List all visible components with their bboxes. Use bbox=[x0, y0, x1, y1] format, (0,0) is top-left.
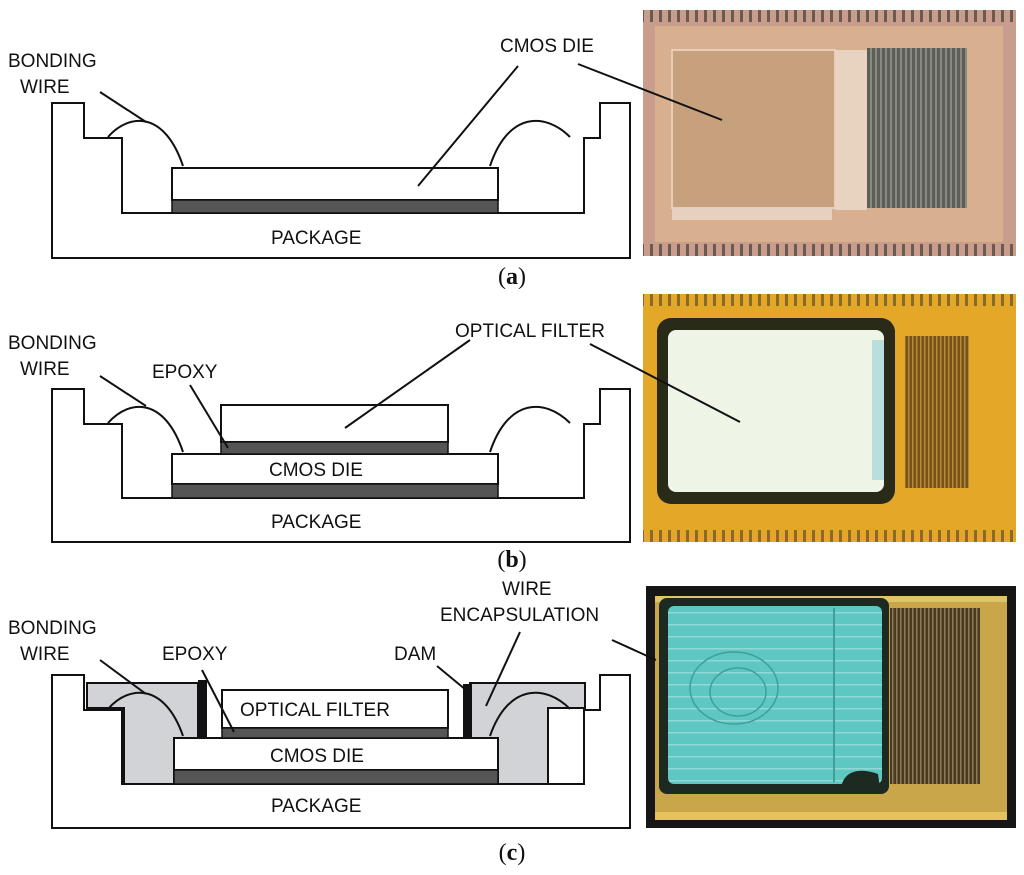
label-wire: WIRE bbox=[20, 359, 70, 380]
leader-photo-c bbox=[611, 639, 657, 661]
bonding-wire-left bbox=[107, 119, 184, 167]
label-cmos-die: CMOS DIE bbox=[500, 36, 594, 57]
optical-filter bbox=[221, 689, 449, 729]
bonding-wire-left bbox=[107, 691, 184, 737]
epoxy-layer bbox=[220, 441, 449, 455]
caption-a: (a) bbox=[498, 264, 526, 290]
panel-c-diagram: BONDING WIRE EPOXY DAM WIRE ENCAPSULATIO… bbox=[8, 579, 631, 866]
panel-a-diagram: BONDING WIRE CMOS DIE PACKAGE (a) bbox=[8, 36, 631, 290]
leader-cmos-die bbox=[417, 65, 519, 187]
panel-b-photo bbox=[589, 294, 1016, 542]
epoxy-layer bbox=[221, 727, 449, 739]
die-attach-layer bbox=[171, 483, 499, 499]
leader-dam bbox=[436, 665, 467, 691]
package-body bbox=[51, 102, 631, 259]
label-package: PACKAGE bbox=[271, 228, 361, 249]
package-body bbox=[51, 674, 631, 829]
die-attach-layer bbox=[173, 769, 499, 785]
leader-epoxy bbox=[189, 384, 229, 449]
photo-b-pads-top bbox=[643, 294, 1016, 306]
photo-a-pixel-array bbox=[671, 49, 836, 209]
label-wire: WIRE bbox=[20, 644, 70, 665]
dam-right bbox=[463, 684, 472, 738]
label-epoxy: EPOXY bbox=[162, 644, 228, 665]
leader-photo-a bbox=[577, 63, 723, 121]
leader-bonding-wire bbox=[99, 659, 147, 695]
caption-b: (b) bbox=[497, 547, 526, 573]
optical-filter bbox=[220, 404, 449, 443]
label-cmos-die: CMOS DIE bbox=[270, 746, 364, 767]
panel-b-diagram: BONDING WIRE EPOXY OPTICAL FILTER CMOS D… bbox=[8, 321, 631, 573]
photo-b-filter-edge bbox=[872, 340, 884, 480]
label-wire-encapsulation-2: ENCAPSULATION bbox=[440, 605, 599, 626]
label-bonding: BONDING bbox=[8, 618, 97, 639]
label-bonding: BONDING bbox=[8, 51, 97, 72]
panel-a-photo bbox=[577, 10, 1016, 256]
photo-c-optical-filter bbox=[668, 606, 882, 784]
photo-a-readout-stripes bbox=[867, 48, 967, 208]
photo-a-bottom-strip bbox=[672, 208, 832, 220]
photo-c-bubble-ring-inner bbox=[709, 667, 767, 717]
dam-left bbox=[198, 680, 207, 738]
bonding-wire-right bbox=[489, 119, 571, 167]
label-optical-filter: OPTICAL FILTER bbox=[240, 700, 390, 721]
label-optical-filter: OPTICAL FILTER bbox=[455, 321, 605, 342]
bonding-wire-right bbox=[489, 691, 571, 737]
leader-wire-encapsulation bbox=[485, 631, 521, 707]
label-dam: DAM bbox=[394, 644, 436, 665]
photo-c-epoxy-blob bbox=[842, 770, 880, 790]
leader-epoxy bbox=[201, 669, 235, 733]
leader-bonding-wire bbox=[99, 375, 147, 407]
label-cmos-die: CMOS DIE bbox=[269, 460, 363, 481]
panel-c-photo bbox=[611, 586, 1016, 828]
die-attach-layer bbox=[171, 199, 499, 214]
leader-bonding-wire bbox=[99, 91, 147, 123]
leader-photo-b bbox=[589, 343, 741, 423]
photo-a-pads-top bbox=[643, 10, 1016, 22]
photo-c-bubble-ring-outer bbox=[689, 651, 779, 725]
cmos-die bbox=[171, 167, 499, 201]
label-wire: WIRE bbox=[20, 77, 70, 98]
photo-c-readout-stripes bbox=[890, 608, 980, 784]
leader-optical-filter bbox=[344, 339, 471, 429]
photo-c-die-bottom-edge bbox=[655, 812, 1007, 820]
photo-b-pads-bottom bbox=[643, 530, 1016, 542]
caption-c: (c) bbox=[499, 840, 526, 866]
package-body bbox=[51, 388, 631, 543]
bonding-wire-right bbox=[489, 405, 571, 453]
photo-b-optical-filter bbox=[668, 330, 884, 492]
label-epoxy: EPOXY bbox=[152, 362, 218, 383]
label-wire-encapsulation-1: WIRE bbox=[502, 579, 552, 600]
photo-a-pads-bottom bbox=[643, 244, 1016, 256]
photo-a-column-block bbox=[835, 50, 867, 210]
label-bonding: BONDING bbox=[8, 333, 97, 354]
label-package: PACKAGE bbox=[271, 796, 361, 817]
label-package: PACKAGE bbox=[271, 512, 361, 533]
photo-b-readout-stripes bbox=[905, 336, 969, 488]
bonding-wire-left bbox=[107, 405, 184, 453]
